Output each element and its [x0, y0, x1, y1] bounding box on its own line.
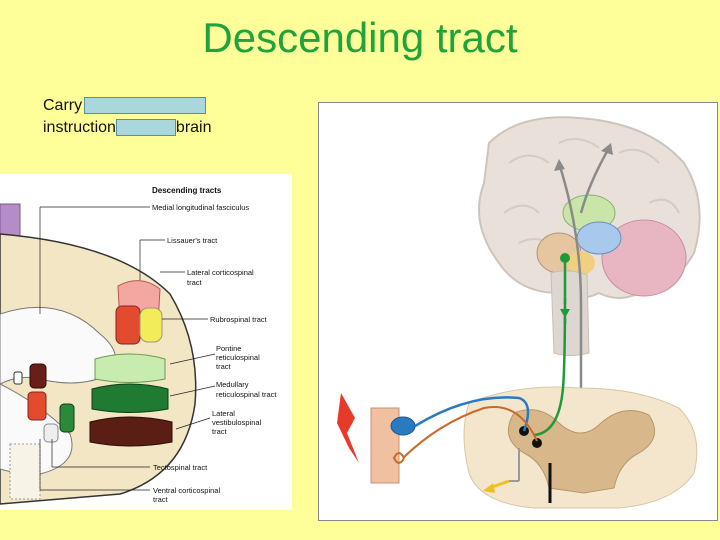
- label-ventral-corticospinal-2: tract: [153, 495, 169, 504]
- brain-pathway-diagram: [318, 102, 718, 521]
- brain-pathway-svg: [337, 116, 701, 509]
- label-rubrospinal: Rubrospinal tract: [210, 315, 268, 324]
- cerebellum: [601, 219, 687, 297]
- sensory-fiber: [414, 396, 530, 432]
- label-pontine-2: reticulospinal: [216, 353, 260, 362]
- label-medullary-2: reticulospinal tract: [216, 390, 277, 399]
- medullary-reticulospinal: [91, 383, 169, 413]
- redaction-box-1: [84, 97, 207, 115]
- label-vestibulospinal-2: vestibulospinal: [212, 418, 262, 427]
- label-pontine-3: tract: [216, 362, 232, 371]
- brainstem: [550, 270, 590, 356]
- motor-fiber: [402, 406, 538, 459]
- pontine-reticulospinal: [94, 353, 166, 383]
- slide-title: Descending tract: [202, 14, 518, 61]
- label-lateral-corticospinal-2: tract: [187, 278, 203, 287]
- spinal-cord-svg: Descending tracts Medial longitudinal fa…: [0, 186, 277, 505]
- body-word-instruction: instruction: [43, 119, 116, 136]
- lateral-vestibulospinal: [89, 416, 173, 447]
- label-lissauer: Lissauer's tract: [167, 236, 218, 245]
- label-vestibulospinal-1: Lateral: [212, 409, 235, 418]
- rubrospinal-red: [115, 305, 141, 345]
- body-word-carry: Carry: [43, 97, 83, 114]
- pain-stimulus: [337, 393, 359, 463]
- label-medial-longitudinal: Medial longitudinal fasciculus: [152, 203, 249, 212]
- label-pontine-1: Pontine: [216, 344, 241, 353]
- spinal-cord-diagram: Descending tracts Medial longitudinal fa…: [0, 174, 292, 510]
- rubrospinal-yellow: [139, 307, 163, 343]
- body-text: Carry instruction brain: [43, 95, 212, 139]
- label-ventral-corticospinal-1: Ventral corticospinal: [153, 486, 220, 495]
- body-line-1: Carry: [43, 95, 212, 117]
- redaction-box-2: [115, 119, 176, 137]
- receptor: [390, 416, 416, 436]
- body-line-2: instruction brain: [43, 117, 212, 139]
- label-lateral-corticospinal-1: Lateral corticospinal: [187, 268, 254, 277]
- body-word-brain: brain: [175, 119, 212, 136]
- label-tectospinal: Tectospinal tract: [153, 463, 208, 472]
- label-vestibulospinal-3: tract: [212, 427, 228, 436]
- label-medullary-1: Medullary: [216, 380, 249, 389]
- diagram-heading: Descending tracts: [152, 186, 222, 195]
- tectospinal-tract: [43, 423, 59, 443]
